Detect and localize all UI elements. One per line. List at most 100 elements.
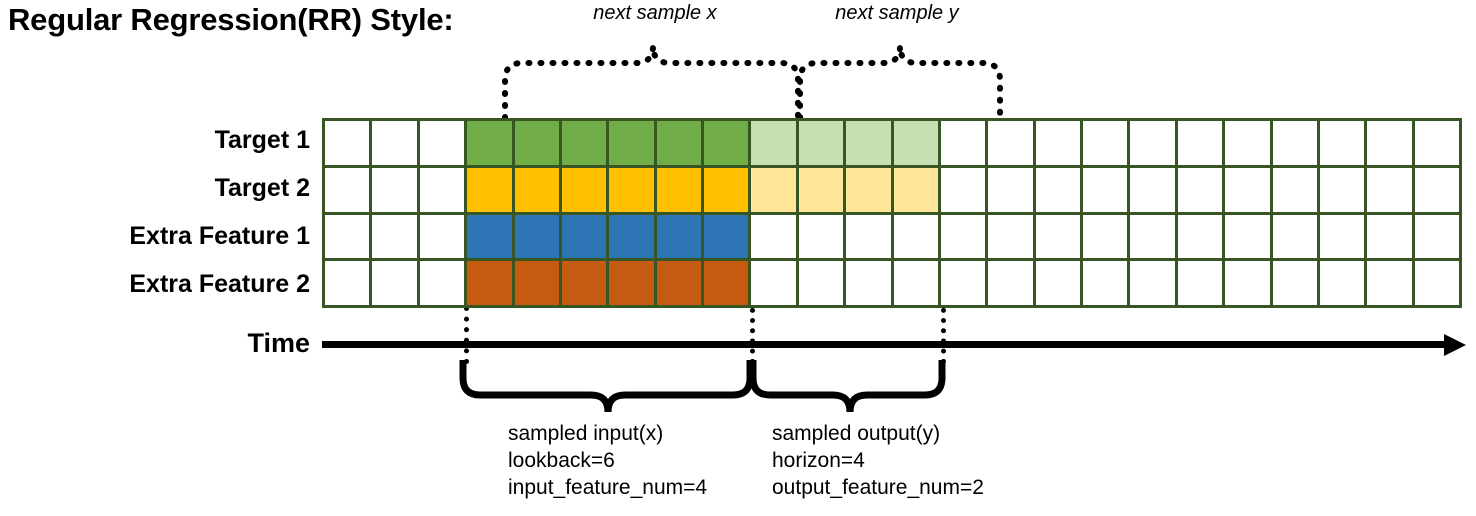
row-label-extra-feature-2: Extra Feature 2 bbox=[129, 270, 310, 298]
grid-cell bbox=[988, 214, 1033, 259]
grid-cell bbox=[1177, 261, 1223, 305]
grid-cell bbox=[1130, 167, 1175, 212]
grid-cell bbox=[1319, 167, 1365, 212]
next-sample-y-label: next sample y bbox=[835, 2, 959, 24]
grid-cell bbox=[940, 121, 986, 165]
grid-cell bbox=[372, 121, 417, 165]
grid-cell bbox=[467, 167, 512, 212]
grid-cell bbox=[1083, 167, 1128, 212]
grid-cell bbox=[751, 261, 796, 305]
grid-cell bbox=[798, 121, 844, 165]
grid-cell bbox=[419, 261, 465, 305]
grid-cell bbox=[656, 167, 701, 212]
grid-cell bbox=[940, 214, 986, 259]
grid-cell bbox=[514, 214, 559, 259]
grid-cell bbox=[1367, 261, 1412, 305]
dropline-input-start bbox=[464, 306, 469, 364]
grid-cell bbox=[1319, 214, 1365, 259]
grid-cell bbox=[419, 121, 465, 165]
dotted-brace-next-sample-x bbox=[502, 45, 801, 121]
grid-cell bbox=[1177, 167, 1223, 212]
grid-cell bbox=[467, 261, 512, 305]
grid-cell bbox=[656, 121, 701, 165]
grid-cell bbox=[1367, 167, 1412, 212]
sampled-output-title: sampled output(y) bbox=[772, 422, 941, 445]
grid-cell bbox=[419, 214, 465, 259]
grid-cell bbox=[988, 121, 1033, 165]
grid-cell bbox=[893, 121, 938, 165]
grid-cell bbox=[704, 214, 749, 259]
grid-cell bbox=[704, 261, 749, 305]
grid-cell bbox=[656, 261, 701, 305]
sampled-output-horizon: horizon=4 bbox=[772, 448, 865, 472]
sampled-output-annotation: sampled output(y) horizon=4 output_featu… bbox=[772, 421, 984, 502]
grid-cell bbox=[1414, 214, 1459, 259]
grid-cell bbox=[372, 261, 417, 305]
grid-cell bbox=[514, 261, 559, 305]
grid-cell bbox=[1272, 261, 1317, 305]
grid-cell bbox=[1319, 261, 1365, 305]
grid-cell bbox=[704, 167, 749, 212]
grid-cell bbox=[704, 121, 749, 165]
grid-cell bbox=[1414, 167, 1459, 212]
row-label-target-2: Target 2 bbox=[214, 174, 310, 202]
grid-cell bbox=[514, 167, 559, 212]
grid-cell bbox=[1414, 121, 1459, 165]
grid-cell bbox=[1272, 121, 1317, 165]
grid-cell bbox=[1083, 214, 1128, 259]
grid-cell bbox=[561, 121, 607, 165]
grid-cell bbox=[372, 214, 417, 259]
grid-cell bbox=[656, 214, 701, 259]
grid-cell bbox=[1225, 261, 1270, 305]
grid-cell bbox=[940, 167, 986, 212]
sampled-input-title: sampled input(x) bbox=[508, 422, 664, 445]
grid-cell bbox=[609, 214, 654, 259]
solid-brace-sampled-input bbox=[459, 360, 754, 413]
grid-cell bbox=[419, 167, 465, 212]
grid-cell bbox=[609, 121, 654, 165]
solid-brace-sampled-output bbox=[749, 360, 946, 413]
grid-cell bbox=[1130, 261, 1175, 305]
grid-cell bbox=[514, 121, 559, 165]
grid-cell bbox=[609, 261, 654, 305]
grid-cell bbox=[893, 214, 938, 259]
grid-cell bbox=[1035, 121, 1080, 165]
grid-cell bbox=[372, 167, 417, 212]
grid-cell bbox=[1272, 214, 1317, 259]
dotted-brace-next-sample-y bbox=[797, 45, 1003, 121]
grid-cell bbox=[751, 121, 796, 165]
grid-cell bbox=[1319, 121, 1365, 165]
grid-cell bbox=[751, 214, 796, 259]
grid-cell bbox=[988, 261, 1033, 305]
grid-cell bbox=[1130, 214, 1175, 259]
grid-cell bbox=[798, 214, 844, 259]
sampled-input-annotation: sampled input(x) lookback=6 input_featur… bbox=[508, 421, 707, 502]
grid-cell bbox=[561, 167, 607, 212]
grid-cell bbox=[1225, 214, 1270, 259]
sampled-output-features: output_feature_num=2 bbox=[772, 475, 984, 499]
time-axis-arrowhead bbox=[1444, 334, 1466, 356]
grid-cell bbox=[1130, 121, 1175, 165]
grid-cell bbox=[846, 214, 891, 259]
grid-cell bbox=[1177, 214, 1223, 259]
grid-cell bbox=[846, 121, 891, 165]
grid-cell bbox=[325, 121, 370, 165]
time-axis-line bbox=[322, 341, 1450, 348]
grid-cell bbox=[846, 261, 891, 305]
row-label-target-1: Target 1 bbox=[214, 126, 310, 154]
grid-cell bbox=[561, 261, 607, 305]
grid-cell bbox=[940, 261, 986, 305]
timeseries-grid bbox=[322, 118, 1462, 308]
sampled-input-lookback: lookback=6 bbox=[508, 448, 615, 472]
grid-cell bbox=[1225, 167, 1270, 212]
grid-cell bbox=[1035, 261, 1080, 305]
grid-cell bbox=[1414, 261, 1459, 305]
page-title: Regular Regression(RR) Style: bbox=[8, 2, 454, 37]
grid-cell bbox=[609, 167, 654, 212]
grid-cell bbox=[561, 214, 607, 259]
grid-cell bbox=[846, 167, 891, 212]
grid-cell bbox=[1225, 121, 1270, 165]
grid-cell bbox=[1035, 214, 1080, 259]
grid-cell bbox=[325, 261, 370, 305]
